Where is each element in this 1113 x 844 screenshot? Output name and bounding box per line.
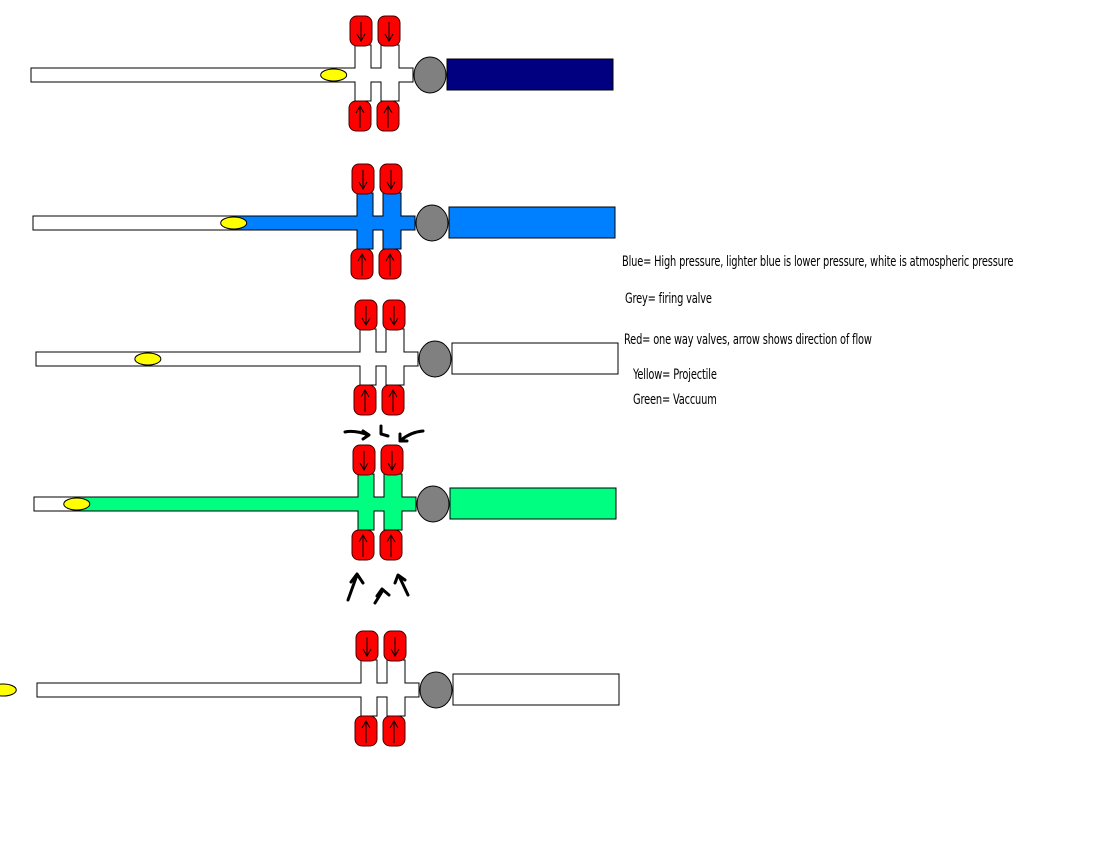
manifold <box>356 192 416 250</box>
manifold <box>360 659 420 717</box>
arrow-down-icon <box>362 637 372 658</box>
manifold <box>354 44 414 102</box>
arrow-down-icon <box>361 306 371 327</box>
arrow-up-icon <box>355 104 365 128</box>
arrow-up-icon <box>393 573 410 597</box>
arrow-up-icon <box>386 533 396 557</box>
air-tank <box>451 342 619 375</box>
projectile <box>63 497 91 511</box>
check-valve-inlet <box>351 529 375 561</box>
check-valve-outlet <box>354 299 378 331</box>
arrow-up-icon <box>346 572 365 602</box>
arrow-up-icon <box>357 252 367 276</box>
firing-valve <box>413 56 447 94</box>
projectile <box>134 352 162 366</box>
manifold-seam <box>359 352 371 366</box>
check-valve-inlet <box>378 248 402 280</box>
check-valve-inlet <box>379 529 403 561</box>
legend-yellow: Yellow= Projectile <box>633 367 717 383</box>
curved-arrow-icon <box>343 429 371 441</box>
legend-green: Green= Vaccuum <box>633 392 717 408</box>
manifold-seam <box>357 497 369 511</box>
firing-valve <box>419 671 453 709</box>
check-valve-outlet <box>382 299 406 331</box>
stage-firing <box>32 163 616 280</box>
air-tank <box>449 487 617 520</box>
firing-valve <box>415 204 449 242</box>
barrel-fill <box>76 497 364 511</box>
air-tank <box>446 58 614 91</box>
stage-exit <box>0 630 620 747</box>
barrel <box>36 682 367 698</box>
curved-arrow-icon <box>398 429 425 443</box>
projectile <box>320 68 348 82</box>
projectile <box>220 216 248 230</box>
arrow-up-icon <box>360 388 370 412</box>
check-valve-inlet <box>350 248 374 280</box>
stage-vacuum <box>33 424 617 605</box>
check-valve-outlet <box>379 163 403 195</box>
check-valve-inlet <box>348 100 372 132</box>
arrow-down-icon <box>358 170 368 191</box>
check-valve-inlet <box>376 100 400 132</box>
check-valve-inlet <box>354 715 378 747</box>
arrow-up-icon <box>385 252 395 276</box>
projectile <box>0 683 17 697</box>
check-valve-outlet <box>352 444 376 476</box>
barrel <box>30 67 361 83</box>
arrow-down-icon <box>384 22 394 43</box>
manifold-seam <box>356 216 368 230</box>
manifold-seam <box>354 68 366 82</box>
arrow-up-icon <box>388 388 398 412</box>
barrel <box>35 351 366 367</box>
arrow-down-icon <box>387 451 397 472</box>
check-valve-outlet <box>383 630 407 662</box>
intake-arrows <box>343 424 425 605</box>
check-valve-outlet <box>351 163 375 195</box>
check-valve-outlet <box>377 15 401 47</box>
check-valve-inlet <box>381 384 405 416</box>
arrow-down-icon <box>359 451 369 472</box>
barrel-fill <box>233 216 362 230</box>
manifold <box>357 473 417 531</box>
check-valve-inlet <box>353 384 377 416</box>
manifold <box>359 328 419 386</box>
legend-red: Red= one way valves, arrow shows directi… <box>624 332 872 348</box>
firing-valve <box>418 340 452 378</box>
check-valve-outlet <box>380 444 404 476</box>
arrow-up-icon <box>373 587 391 605</box>
air-tank <box>452 673 620 706</box>
firing-valve <box>416 485 450 523</box>
legend-blue: Blue= High pressure, lighter blue is low… <box>622 254 1014 270</box>
arrow-down-icon <box>356 22 366 43</box>
arrow-up-icon <box>383 104 393 128</box>
legend-grey: Grey= firing valve <box>625 291 712 307</box>
check-valve-inlet <box>382 715 406 747</box>
arrow-down-icon <box>386 170 396 191</box>
stage-charged <box>30 15 614 132</box>
air-tank <box>448 206 616 239</box>
check-valve-outlet <box>355 630 379 662</box>
arrow-down-icon <box>389 306 399 327</box>
stage-vented <box>35 299 619 416</box>
check-valve-outlet <box>349 15 373 47</box>
curved-arrow-icon <box>379 424 390 438</box>
arrow-up-icon <box>361 719 371 743</box>
arrow-down-icon <box>390 637 400 658</box>
manifold-seam <box>360 683 372 697</box>
arrow-up-icon <box>389 719 399 743</box>
arrow-up-icon <box>358 533 368 557</box>
